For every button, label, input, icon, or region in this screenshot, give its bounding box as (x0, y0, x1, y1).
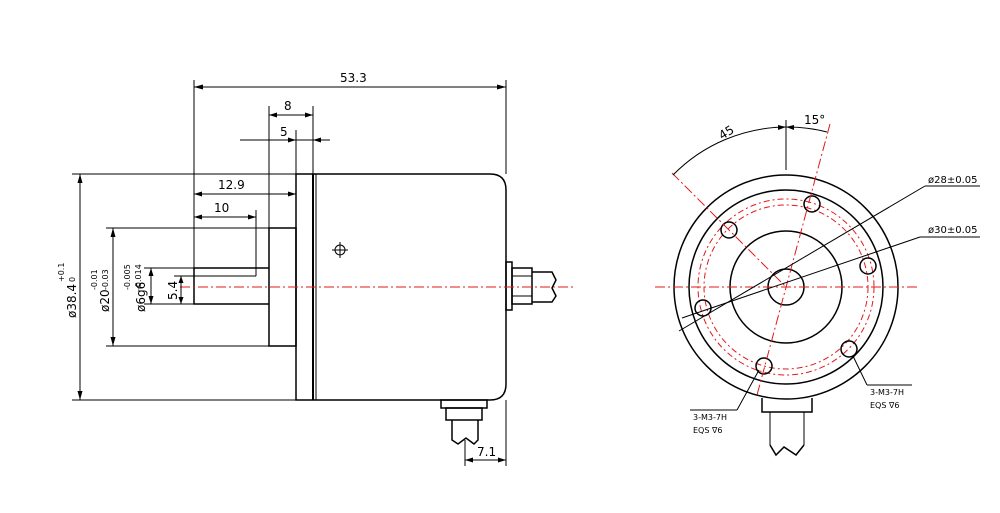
pilot-length-label: 12.9 (218, 178, 245, 192)
bolt-circle-1-label: ø28±0.05 (928, 175, 978, 186)
dim-pilot-diameter: ø20 -0.01 -0.03 (90, 227, 269, 347)
mounting-hole (803, 195, 821, 213)
cable-gland-front (761, 398, 813, 457)
dim-pilot-length: 12.9 (194, 178, 296, 197)
mounting-hole (755, 357, 773, 375)
dim-flange-inner: 5 (240, 125, 330, 174)
dim-shaft-diameter: ø6g6 -0.005 -0.014 (123, 264, 194, 312)
cable-gland-side (505, 261, 557, 311)
shaft-outline (193, 267, 269, 305)
shaft-diameter-lower: -0.014 (134, 264, 143, 290)
encoder-body-outline (295, 173, 507, 401)
side-view: 53.3 8 5 12.9 10 (57, 71, 576, 466)
front-centerline-15 (756, 123, 831, 396)
flat-height-label: 5.4 (166, 281, 180, 300)
flange-width-label: 8 (284, 99, 292, 113)
inner-ring-circle (688, 189, 884, 385)
dim-connector-offset: 7.1 (464, 400, 507, 466)
mounting-hole (840, 340, 858, 358)
angle-large-label: 45 (716, 123, 736, 143)
thread-spec-left: 3-M3-7H (693, 413, 727, 422)
shaft-diameter-upper: -0.005 (123, 264, 132, 290)
flange-inner-label: 5 (280, 125, 288, 139)
body-diameter-upper: +0.1 (57, 263, 66, 282)
pilot-diameter-upper: -0.01 (90, 269, 99, 290)
pilot-diameter-lower: -0.03 (101, 269, 110, 290)
dim-flange-width: 8 (268, 99, 314, 228)
connector-offset-label: 7.1 (477, 445, 496, 459)
body-diameter-label: ø38.4 (65, 284, 79, 318)
thread-depth-right: EQS ∇6 (870, 401, 899, 410)
thread-note-left: 3-M3-7H EQS ∇6 (690, 369, 760, 435)
front-view: 45 15° ø28±0.05 ø30±0.05 3-M3-7H EQS ∇6 (655, 113, 980, 457)
mounting-hole (859, 257, 877, 275)
angle-dimension: 45 15° (672, 113, 828, 176)
bolt-circle-2-label: ø30±0.05 (928, 225, 978, 236)
dim-flat-height: 5.4 (166, 275, 194, 304)
dim-body-diameter: ø38.4 +0.1 0 (57, 173, 296, 401)
thread-spec-right: 3-M3-7H (870, 388, 904, 397)
thread-note-right: 3-M3-7H EQS ∇6 (852, 355, 912, 410)
shaft-length-label: 10 (214, 201, 229, 215)
connector-bottom-side (440, 399, 488, 445)
body-diameter-lower: 0 (68, 277, 77, 282)
mounting-holes (694, 195, 877, 375)
dim-overall-length: 53.3 (193, 71, 507, 268)
dim-shaft-length: 10 (194, 201, 257, 268)
overall-length-label: 53.3 (340, 71, 367, 85)
bolt-circle-leaders: ø28±0.05 ø30±0.05 (678, 175, 980, 332)
thread-depth-left: EQS ∇6 (693, 426, 722, 435)
angle-small-label: 15° (804, 113, 825, 127)
shaft-diameter-label: ø6g6 (134, 282, 148, 312)
mounting-hole (720, 221, 738, 239)
pilot-diameter-label: ø20 (98, 289, 112, 312)
front-centerline-45 (671, 172, 787, 288)
